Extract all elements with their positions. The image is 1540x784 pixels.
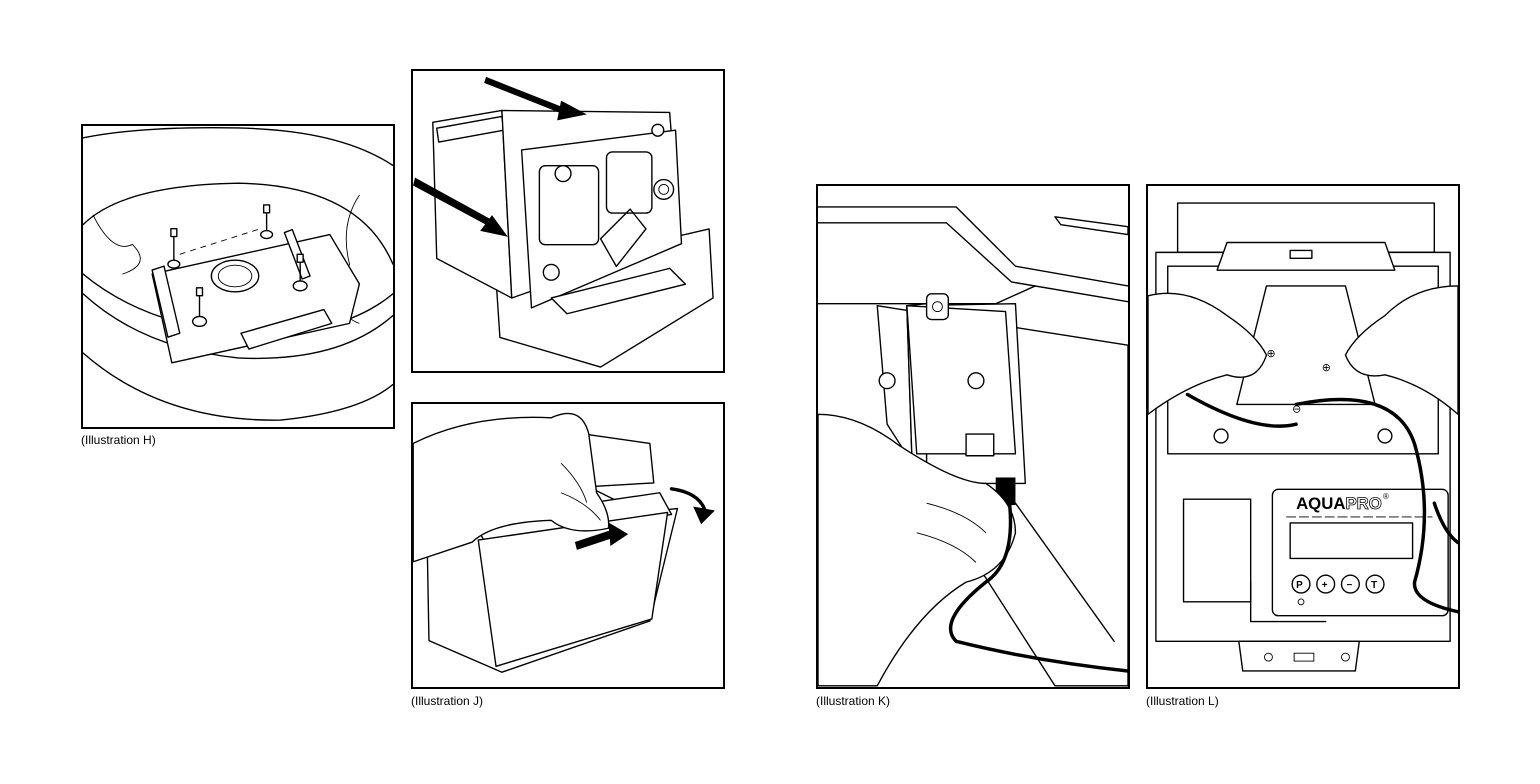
illustration-control-unit bbox=[411, 69, 725, 373]
button-down-label: − bbox=[1346, 580, 1352, 591]
terminal-positive-left: ⊕ bbox=[1266, 348, 1275, 360]
caption-illustration-k: (Illustration K) bbox=[816, 694, 890, 708]
button-p: P bbox=[1292, 575, 1310, 593]
button-up-label: + bbox=[1322, 580, 1328, 591]
button-t-label: T bbox=[1371, 580, 1377, 591]
brand-logo-secondary: PRO bbox=[1345, 494, 1381, 513]
brand-logo-primary: AQUA bbox=[1296, 494, 1345, 513]
illustration-h-drawing bbox=[83, 126, 393, 427]
registered-mark: ® bbox=[1383, 492, 1389, 501]
illustration-control-unit-drawing bbox=[413, 71, 723, 371]
caption-illustration-h: (Illustration H) bbox=[81, 433, 156, 447]
button-down: − bbox=[1342, 575, 1360, 593]
caption-illustration-l: (Illustration L) bbox=[1146, 694, 1219, 708]
illustration-k bbox=[816, 184, 1130, 689]
button-p-label: P bbox=[1296, 580, 1303, 591]
screw-icon bbox=[168, 229, 180, 268]
illustration-h bbox=[81, 124, 395, 429]
illustration-j-drawing bbox=[413, 404, 723, 687]
button-up: + bbox=[1317, 575, 1335, 593]
illustration-l: AQUA PRO ® P + − T ⊕ bbox=[1146, 184, 1460, 689]
caption-illustration-j: (Illustration J) bbox=[411, 694, 483, 708]
illustration-k-drawing bbox=[818, 186, 1128, 687]
terminal-positive-right: ⊕ bbox=[1322, 362, 1331, 374]
illustration-j bbox=[411, 402, 725, 689]
button-t: T bbox=[1366, 575, 1384, 593]
illustration-l-drawing: AQUA PRO ® P + − T ⊕ bbox=[1148, 186, 1458, 687]
screw-icon bbox=[261, 205, 273, 239]
